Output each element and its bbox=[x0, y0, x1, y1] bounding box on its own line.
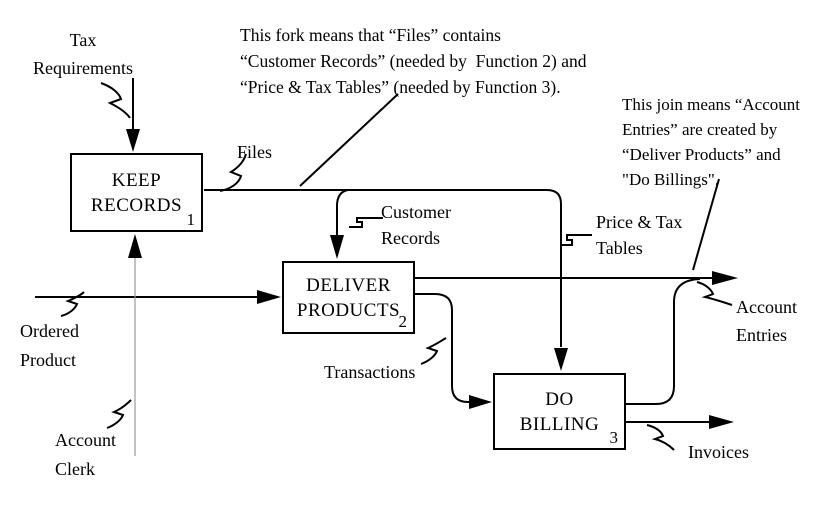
customer-records-branch-line bbox=[336, 189, 349, 235]
price-tax-squiggle bbox=[561, 234, 592, 246]
invoices-squiggle bbox=[646, 424, 675, 451]
account-entries-arrowhead-icon bbox=[712, 271, 738, 285]
function-box-number: 1 bbox=[186, 210, 196, 229]
files-price-tax-line bbox=[204, 189, 562, 347]
label-ordered-product: Ordered Product bbox=[20, 321, 79, 370]
label-files: Files bbox=[237, 142, 273, 162]
transactions-line bbox=[414, 293, 469, 403]
do-billing-join-line bbox=[626, 278, 701, 405]
price-tax-arrowhead-icon bbox=[554, 348, 568, 371]
function-box-number: 2 bbox=[398, 312, 408, 331]
join-annotation: This join means “Account Entries” are cr… bbox=[622, 95, 800, 189]
invoices-arrowhead-icon bbox=[709, 415, 734, 429]
customer-records-squiggle bbox=[349, 217, 383, 228]
function-box-label: KEEP RECORDS bbox=[90, 169, 183, 216]
label-price-tax-tables: Price & Tax Tables bbox=[596, 212, 683, 258]
label-customer-records: Customer Records bbox=[381, 202, 451, 248]
files-squiggle bbox=[219, 153, 247, 192]
account-clerk-arrowhead-icon bbox=[128, 234, 142, 258]
customer-records-arrowhead-icon bbox=[330, 235, 344, 259]
fork-annotation: This fork means that “Files” contains “C… bbox=[240, 25, 587, 97]
ordered-product-arrowhead-icon bbox=[257, 290, 281, 304]
label-account-clerk: Account Clerk bbox=[55, 430, 116, 479]
ordered-product-squiggle bbox=[60, 291, 85, 317]
label-invoices: Invoices bbox=[688, 442, 749, 462]
join-note-leader-line bbox=[692, 178, 720, 271]
tax-requirements-arrowhead-icon bbox=[126, 129, 140, 152]
account-clerk-squiggle bbox=[106, 399, 132, 429]
function-box-label: DO BILLING bbox=[519, 388, 600, 435]
label-tax-requirements: Tax Requirements bbox=[33, 30, 133, 78]
function-box-label: DELIVER PRODUCTS bbox=[296, 274, 401, 321]
transactions-arrowhead-icon bbox=[469, 395, 492, 409]
transactions-squiggle bbox=[420, 337, 447, 365]
function-box-do-billing: DO BILLING 3 bbox=[493, 373, 626, 450]
function-box-keep-records: KEEP RECORDS 1 bbox=[70, 153, 203, 232]
fork-note-leader-line bbox=[299, 93, 399, 187]
tax-requirements-squiggle bbox=[100, 82, 131, 119]
function-box-deliver-products: DELIVER PRODUCTS 2 bbox=[282, 261, 415, 334]
account-entries-squiggle bbox=[696, 281, 733, 306]
label-transactions: Transactions bbox=[324, 362, 416, 382]
function-box-number: 3 bbox=[609, 428, 619, 447]
label-account-entries: Account Entries bbox=[736, 297, 797, 345]
